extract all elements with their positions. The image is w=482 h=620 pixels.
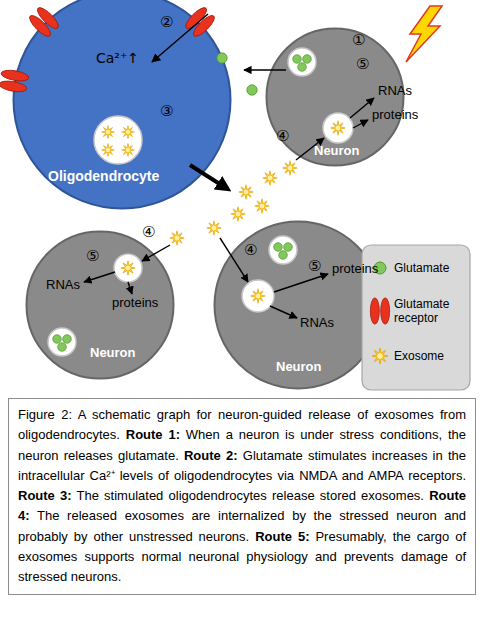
caption-part: Route 1: (126, 427, 180, 442)
caption-part: Route 5: (255, 529, 309, 544)
caption-part: Figure 2: (18, 407, 72, 422)
exosome (263, 171, 277, 185)
exosome (283, 161, 297, 175)
callout-number: ④ (276, 128, 289, 145)
legend-label: Exosome (394, 349, 466, 363)
stress-bolt (406, 6, 442, 62)
exosome (231, 207, 245, 221)
callout-number: ④ (244, 242, 257, 259)
oligodendrocyte-cell: ② Ca²⁺↑ ③ Oligodendrocyte (12, 0, 232, 210)
figure-caption: Figure 2: A schematic graph for neuron-g… (8, 398, 476, 595)
neuron-cell: ④ ⑤ proteinsRNAsNeuron (213, 220, 383, 390)
caption-part: Route 3: (18, 488, 72, 503)
caption-part: Route 2: (184, 448, 238, 463)
caption-part: The stimulated oligodendrocytes release … (72, 488, 430, 503)
callout-number: ④ (142, 224, 155, 241)
cell-name: Neuron (90, 346, 136, 361)
cargo-label: proteins (112, 296, 158, 311)
callout-number: ⑤ (356, 56, 369, 73)
legend-label: Glutamate receptor (394, 297, 466, 326)
neuron-cell: ⑤ RNAs proteinsNeuron (25, 230, 175, 380)
cargo-label: proteins (332, 262, 378, 277)
exosome (239, 185, 253, 199)
callout-number: ① (352, 32, 365, 49)
cell-name: Neuron (314, 144, 360, 159)
cargo-label: RNAs (46, 278, 80, 293)
neuron-cell: ①⑤RNAsproteinsNeuron (265, 27, 405, 167)
exosome (170, 231, 184, 245)
cell-name: Oligodendrocyte (48, 168, 159, 184)
cell-name: Neuron (276, 360, 322, 375)
callout-number: ⑤ (308, 258, 321, 275)
legend-exosome-symbol (372, 348, 388, 364)
cell-body (215, 222, 382, 389)
ion-label: Ca²⁺↑ (96, 50, 139, 66)
cargo-label: RNAs (300, 316, 334, 331)
callout-number: ③ (160, 103, 173, 120)
cell-body (14, 0, 231, 209)
callout-number: ② (160, 14, 173, 31)
callout-number: ⑤ (86, 248, 99, 265)
legend-label: Glutamate (394, 261, 466, 275)
exosome (255, 199, 269, 213)
glutamate (247, 85, 257, 95)
cell-body (27, 232, 174, 379)
cargo-label: RNAs (378, 84, 412, 99)
cargo-label: proteins (372, 108, 418, 123)
exosome (207, 221, 221, 235)
